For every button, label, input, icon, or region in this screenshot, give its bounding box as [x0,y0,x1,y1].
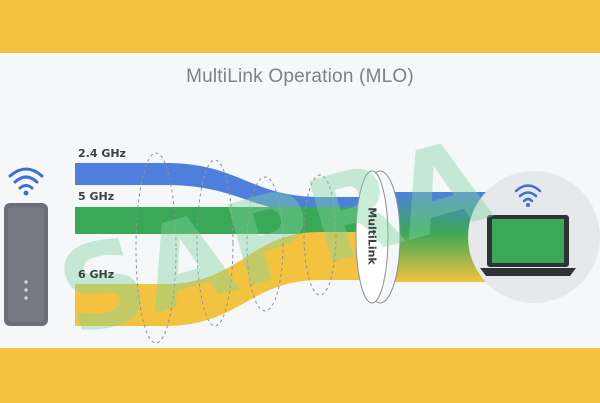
laptop-client [468,171,600,303]
band-label-5ghz: 5 GHz [78,190,115,203]
band-stream-2-4ghz [75,163,372,213]
dashed-rings [135,152,337,344]
bottom-frame-band [0,348,600,403]
router-icon [4,203,48,326]
laptop-wifi-icon [514,184,542,207]
top-frame-band [0,0,600,53]
band-stream-5ghz [75,207,372,234]
router-wifi-icon [8,167,44,196]
band-label-2-4ghz: 2.4 GHz [78,147,126,160]
multilink-label: MultiLink [365,207,379,265]
band-label-6ghz: 6 GHz [78,268,115,281]
multilink-aggregator [355,170,401,304]
diagram-title: MultiLink Operation (MLO) [186,66,414,87]
band-stream-6ghz [75,232,372,326]
